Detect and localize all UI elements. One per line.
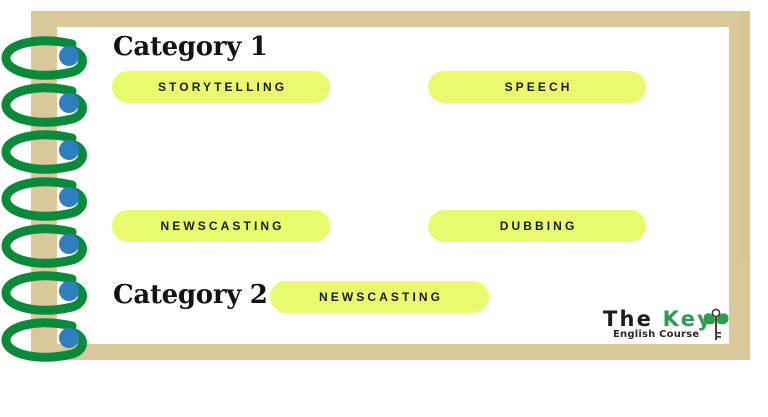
category-1-heading: Category 1: [113, 32, 268, 62]
pill-storytelling-label: STORYTELLING: [157, 80, 288, 94]
pill-newscasting[interactable]: NEWSCASTING: [112, 210, 330, 242]
pill-newscasting-label: NEWSCASTING: [160, 219, 285, 233]
brand-logo: The Key English Course: [603, 307, 733, 353]
logo-subtitle: English Course: [613, 329, 700, 340]
slide-frame-notch: [740, 11, 750, 260]
pill-speech-label: SPEECH: [504, 80, 573, 94]
category-2-heading: Category 2: [113, 280, 268, 310]
logo-word-the: The: [603, 307, 654, 331]
key-leaf-icon: [703, 308, 729, 340]
pill-newscasting-secondary[interactable]: NEWSCASTING: [270, 281, 489, 313]
logo-word-key: Key: [662, 307, 714, 331]
pill-dubbing-label: DUBBING: [499, 219, 578, 233]
pill-dubbing[interactable]: DUBBING: [428, 210, 646, 242]
pill-storytelling[interactable]: STORYTELLING: [112, 71, 330, 103]
logo-wordmark: The Key: [603, 307, 713, 331]
pill-speech[interactable]: SPEECH: [428, 71, 646, 103]
pill-newscasting-secondary-label: NEWSCASTING: [318, 290, 444, 304]
